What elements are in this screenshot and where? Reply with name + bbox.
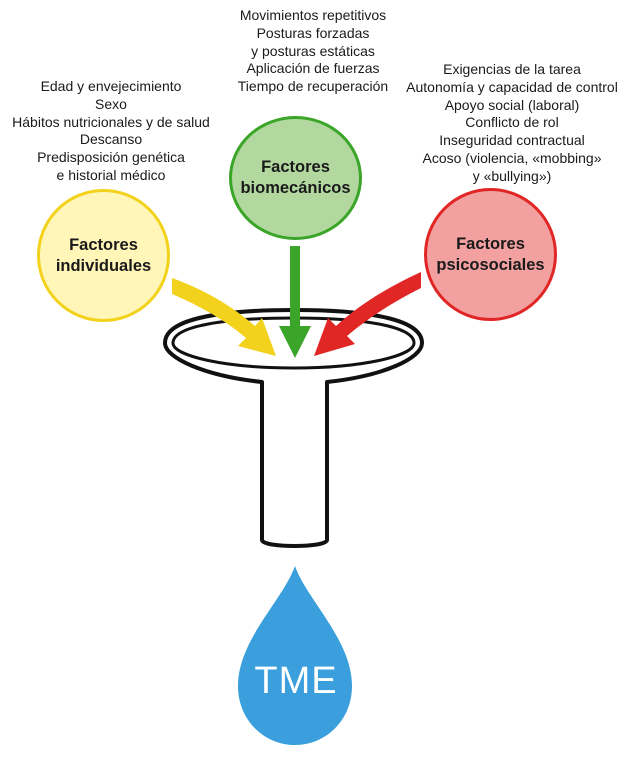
biomechanical-title-line1: Factores [261, 158, 330, 176]
list-item: Sexo [95, 95, 127, 112]
arrow-biomechanical-icon [279, 246, 311, 358]
arrow-individual-icon [172, 278, 276, 356]
list-item: Autonomía y capacidad de control [406, 78, 618, 95]
list-item: Edad y envejecimiento [40, 78, 182, 94]
list-item: Movimientos repetitivos [239, 7, 387, 23]
list-item: Predisposición genética [37, 149, 185, 166]
biomechanical-factors-circle: Factores biomecánicos [229, 116, 362, 240]
psychosocial-title-line1: Factores [456, 234, 525, 253]
individual-factor-list: Edad y envejecimiento Sexo Hábitos nutri… [0, 78, 222, 185]
individual-factors-circle: Factores individuales [37, 189, 170, 322]
biomechanical-title-line2: biomecánicos [240, 179, 351, 197]
list-item: Acoso (violencia, «mobbing» [422, 149, 602, 166]
list-item: Tiempo de recuperación [237, 78, 389, 95]
list-item: Exigencias de la tarea [443, 61, 581, 77]
psychosocial-title-line2: psicosociales [436, 255, 545, 274]
outcome-label: TME [254, 660, 338, 702]
list-item: Aplicación de fuerzas [246, 60, 380, 77]
psychosocial-factors-circle: Factores psicosociales [424, 188, 557, 321]
drop-icon [238, 566, 352, 745]
individual-title-line1: Factores [69, 235, 138, 254]
list-item: Posturas forzadas [256, 24, 370, 41]
list-item: Conflicto de rol [465, 114, 559, 131]
biomechanical-factor-list: Movimientos repetitivos Posturas forzada… [190, 7, 436, 96]
list-item: Descanso [79, 131, 143, 148]
psychosocial-factor-list: Exigencias de la tarea Autonomía y capac… [392, 61, 632, 186]
list-item: Inseguridad contractual [439, 132, 585, 149]
list-item: Hábitos nutricionales y de salud [12, 113, 210, 130]
arrow-psychosocial-icon [314, 272, 421, 356]
list-item: e historial médico [56, 166, 166, 183]
list-item: y «bullying») [472, 167, 552, 184]
list-item: y posturas estáticas [251, 42, 375, 59]
individual-title-line2: individuales [55, 256, 152, 275]
list-item: Apoyo social (laboral) [444, 96, 580, 113]
